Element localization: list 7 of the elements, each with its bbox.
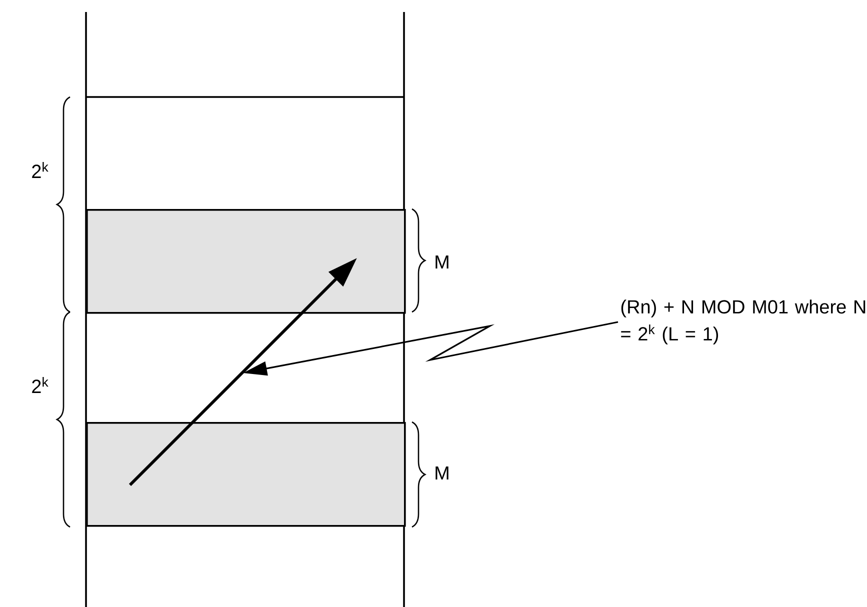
shaded-band — [86, 422, 406, 527]
shaded-band — [86, 209, 406, 314]
dimension-label: 2$^{k}$ — [32, 162, 48, 178]
dimension-label: 2$^{k}$ — [32, 377, 48, 393]
dimension-label: M — [436, 466, 448, 480]
dimension-label: M — [436, 255, 448, 269]
formula-text: (Rn) + N MOD M01 where N = 2$^{k}$ (L = 1) — [621, 300, 866, 344]
